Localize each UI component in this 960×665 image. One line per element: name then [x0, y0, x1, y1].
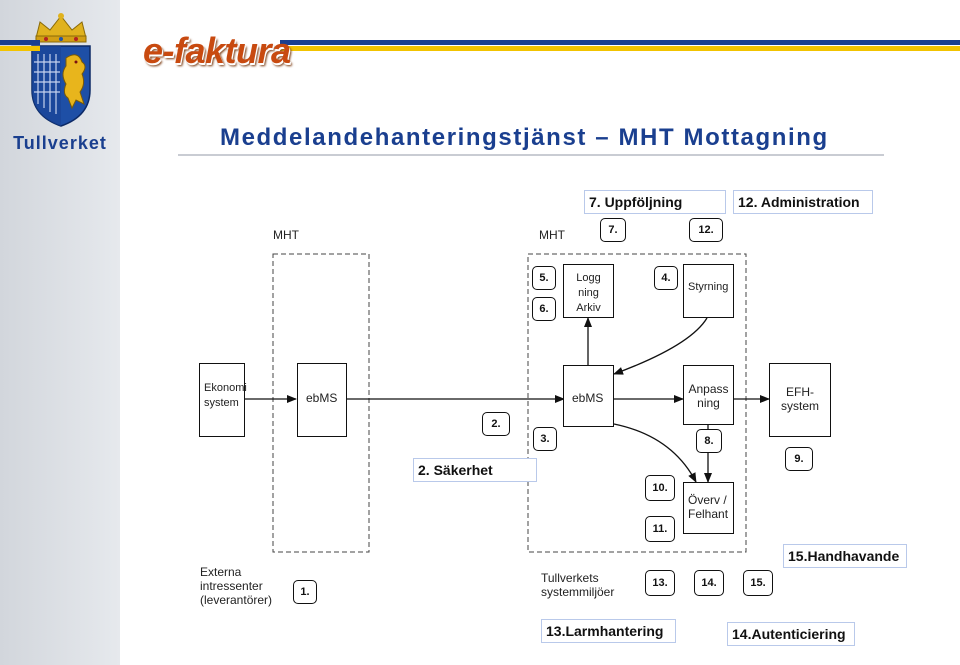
- marker-13: 13.: [645, 570, 675, 596]
- label-autenticiering: 14.Autenticiering: [727, 622, 855, 646]
- marker-6: 6.: [532, 297, 556, 321]
- brand-name: Tullverket: [13, 133, 107, 153]
- label-sakerhet: 2. Säkerhet: [413, 458, 537, 482]
- efh-system-box: EFH- system: [769, 363, 831, 437]
- ekonomi-system-box: Ekonomi system: [199, 363, 247, 437]
- overv-felhant-label: Överv / Felhant: [688, 493, 729, 521]
- marker-7: 7.: [600, 218, 626, 242]
- marker-12: 12.: [689, 218, 723, 242]
- header-stripe-yellow: [280, 46, 960, 51]
- tullverkets-systemmiljoer-text: Tullverkets systemmiljöer: [541, 571, 615, 599]
- efh-system-label: EFH- system: [780, 385, 819, 413]
- overv-felhant-box: Överv / Felhant: [683, 482, 734, 534]
- loggning-box: Logg ning Arkiv: [563, 264, 614, 318]
- header-stripe-yellow-left: [0, 46, 40, 51]
- marker-14: 14.: [694, 570, 724, 596]
- marker-8: 8.: [696, 429, 722, 453]
- marker-4: 4.: [654, 266, 678, 290]
- marker-2: 2.: [482, 412, 510, 436]
- mht-region-right: [527, 253, 747, 553]
- ebms-center-label: ebMS: [572, 391, 604, 405]
- anpassning-box: Anpass ning: [683, 365, 734, 425]
- label-administration: 12. Administration: [733, 190, 873, 214]
- marker-3: 3.: [533, 427, 557, 451]
- page-title: Meddelandehanteringstjänst – MHT Mottagn…: [220, 124, 829, 151]
- marker-9: 9.: [785, 447, 813, 471]
- title-underline: [178, 154, 884, 156]
- marker-11: 11.: [645, 516, 675, 542]
- mht-label-left: MHT: [273, 228, 299, 242]
- ebms-left-box: ebMS: [297, 363, 347, 437]
- styrning-box: Styrning: [683, 264, 734, 318]
- ekonomi-system-label: Ekonomi system: [204, 382, 247, 409]
- mht-label-right: MHT: [539, 228, 565, 242]
- loggning-label: Logg ning Arkiv: [576, 272, 601, 314]
- anpassning-label: Anpass ning: [688, 382, 729, 410]
- label-larmhantering: 13.Larmhantering: [541, 619, 676, 643]
- marker-10: 10.: [645, 475, 675, 501]
- marker-15: 15.: [743, 570, 773, 596]
- header-stripe-blue: [280, 40, 960, 45]
- externa-intressenter-text: Externa intressenter (leverantörer): [200, 565, 273, 607]
- ebms-left-label: ebMS: [306, 391, 338, 405]
- mht-region-left: [272, 253, 370, 553]
- marker-1: 1.: [293, 580, 317, 604]
- coat-of-arms-icon: [31, 13, 91, 127]
- marker-5: 5.: [532, 266, 556, 290]
- styrning-label: Styrning: [688, 281, 729, 293]
- e-faktura-logo: e-faktura: [143, 30, 291, 71]
- ebms-center-box: ebMS: [563, 365, 614, 427]
- label-uppfoljning: 7. Uppföljning: [584, 190, 726, 214]
- header-stripe-blue-left: [0, 40, 40, 45]
- label-handhavande: 15.Handhavande: [783, 544, 907, 568]
